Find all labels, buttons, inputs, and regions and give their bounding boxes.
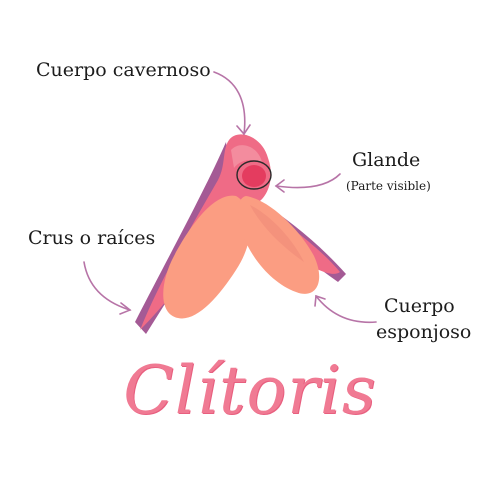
- arrow-glande: [275, 173, 341, 189]
- arrow-crus-head: [119, 302, 132, 315]
- label-glande: Glande: [352, 149, 421, 171]
- arrow-cuerpo-cavernoso: [213, 71, 246, 135]
- bulb-right-shade: [250, 205, 304, 262]
- label-cuerpo-esponjoso-1: Cuerpo: [384, 295, 455, 317]
- crus-left-edge: [135, 142, 232, 334]
- bulb-left: [163, 195, 251, 319]
- bulb-right: [238, 196, 320, 294]
- label-cuerpo-esponjoso-2: esponjoso: [376, 321, 472, 343]
- arrow-cuerpo-cavernoso-head: [236, 124, 251, 136]
- corpus-cavernosum: [140, 134, 340, 330]
- glans: [242, 165, 266, 187]
- arrow-crus: [83, 261, 131, 311]
- glans-ring: [236, 160, 272, 190]
- label-crus: Crus o raíces: [28, 227, 156, 249]
- label-glande-note: (Parte visible): [346, 179, 431, 193]
- arrow-cuerpo-esponjoso: [315, 295, 377, 324]
- body-highlight: [231, 145, 262, 168]
- arrow-glande-head: [274, 179, 285, 193]
- diagram-title: Clítoris: [123, 352, 377, 429]
- arrow-cuerpo-esponjoso-head: [314, 294, 326, 307]
- label-cuerpo-cavernoso: Cuerpo cavernoso: [36, 59, 211, 81]
